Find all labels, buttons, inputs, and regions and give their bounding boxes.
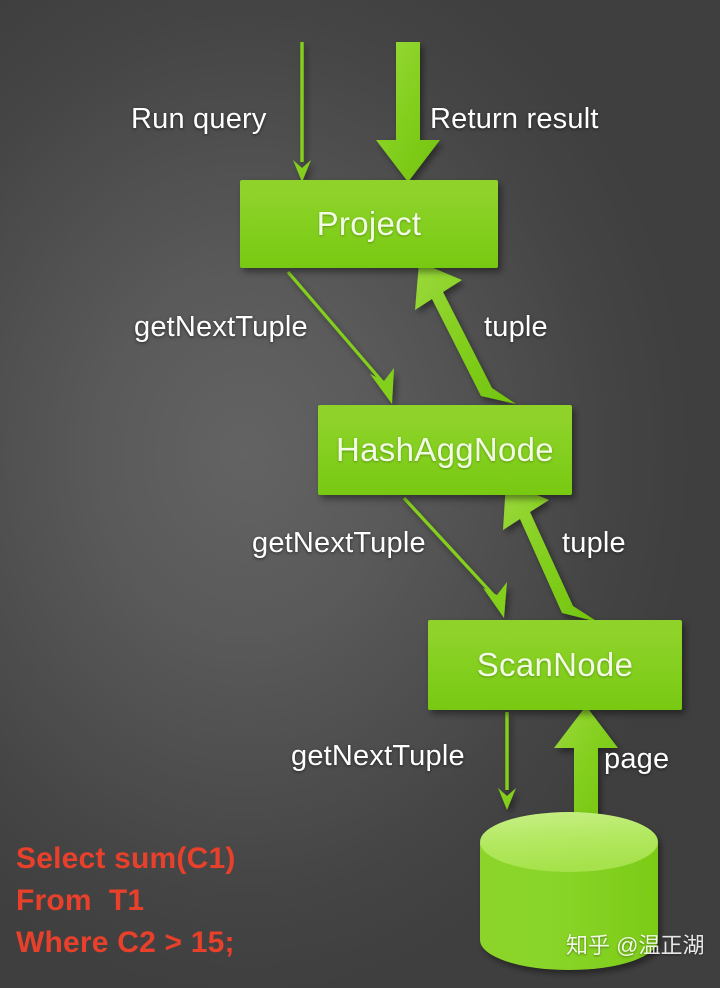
arrow-tuple-hashagg-project — [415, 262, 516, 404]
database-cylinder-icon — [480, 812, 658, 970]
arrow-tuple-scannode-hashagg — [503, 482, 598, 622]
node-hashaggnode[interactable]: HashAggNode — [318, 405, 572, 495]
arrow-page-storage-scannode — [554, 706, 618, 830]
edge-label-getnexttuple-1: getNextTuple — [134, 311, 308, 343]
edge-label-tuple-1: tuple — [484, 311, 548, 343]
edge-label-getnexttuple-2: getNextTuple — [252, 527, 426, 559]
edge-label-tuple-2: tuple — [562, 527, 626, 559]
edge-label-page: page — [604, 743, 670, 775]
node-scannode[interactable]: ScanNode — [428, 620, 682, 710]
arrow-run-query — [293, 42, 311, 182]
sql-query-text: Select sum(C1) From T1 Where C2 > 15; — [16, 838, 236, 964]
arrow-getnexttuple-scannode-storage — [498, 712, 516, 810]
node-scannode-label: ScanNode — [476, 646, 634, 683]
edge-label-getnexttuple-3: getNextTuple — [291, 740, 465, 772]
edge-label-run-query: Run query — [131, 103, 267, 135]
sql-line-from: From T1 — [16, 884, 145, 917]
sql-line-select: Select sum(C1) — [16, 842, 236, 875]
arrow-getnexttuple-hashagg-scannode — [402, 496, 507, 618]
watermark-attribution: 知乎 @温正湖 — [566, 933, 705, 958]
node-project[interactable]: Project — [240, 180, 498, 268]
sql-line-where: Where C2 > 15; — [16, 926, 235, 959]
arrow-return-result — [376, 42, 440, 182]
arrow-getnexttuple-project-hashagg — [286, 270, 394, 404]
node-project-label: Project — [316, 205, 422, 242]
edge-label-return-result: Return result — [430, 103, 599, 135]
node-hashaggnode-label: HashAggNode — [336, 431, 554, 468]
